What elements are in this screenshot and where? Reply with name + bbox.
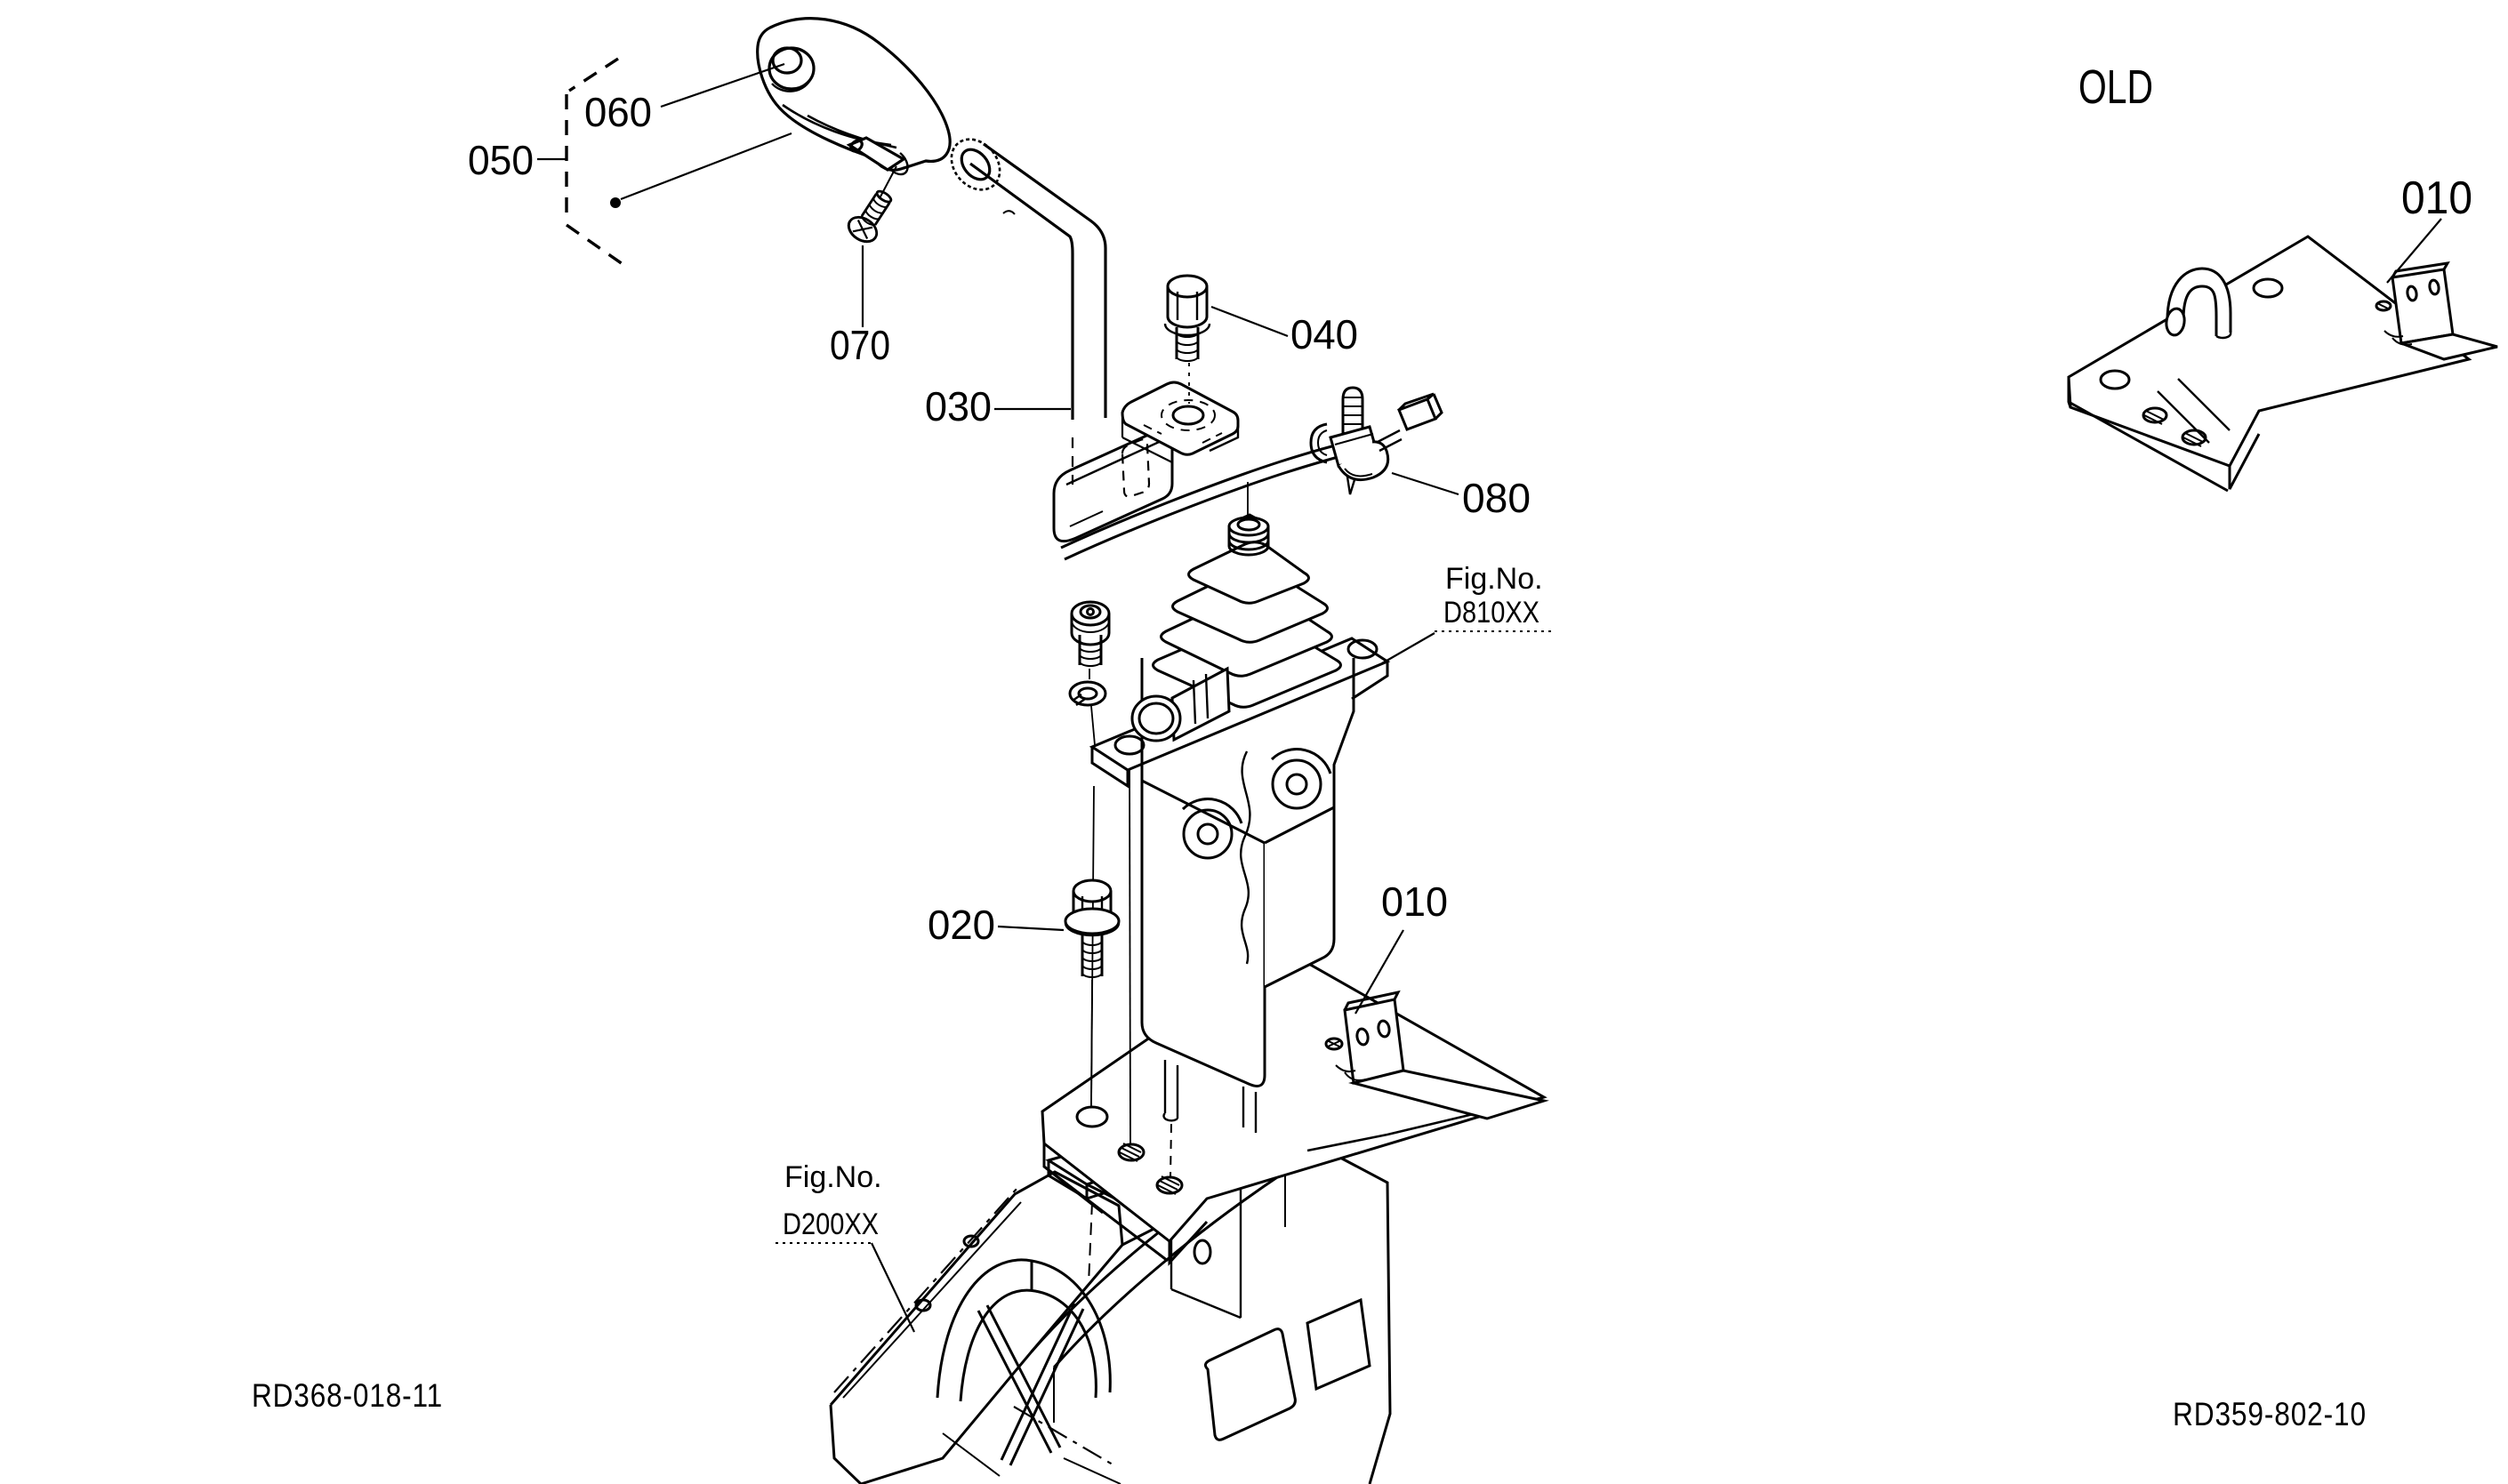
figref-d200-number: D200XX — [783, 1207, 879, 1241]
valve-assembly-d810 — [1068, 513, 1391, 1178]
valve-cap — [1227, 513, 1270, 557]
harness-clamp-080 — [1309, 386, 1390, 495]
old-plate-hole — [2099, 369, 2131, 390]
fig-ref-labels: Fig.No. D810XX Fig.No. D200XX — [783, 562, 1543, 1241]
housing-hole — [962, 1234, 980, 1248]
figref-d200-prefix: Fig.No. — [784, 1160, 882, 1194]
callout-020: 020 — [928, 902, 995, 948]
valve-split-line — [1240, 750, 1251, 965]
spring-washer — [1068, 680, 1107, 707]
leader-020 — [997, 925, 1065, 932]
old-bracket-plate — [2067, 235, 2472, 493]
old-bracket-hook — [2165, 267, 2232, 340]
flange-hole — [1346, 638, 1379, 660]
leader-060 — [660, 62, 785, 108]
callout-labels: 060 050 070 030 040 080 020 010 010 OLD — [468, 60, 2472, 948]
old-view-heading: OLD — [2078, 60, 2153, 114]
bracket-010 — [1324, 990, 1549, 1120]
callout-060: 060 — [584, 89, 652, 135]
old-tab-foot — [2396, 333, 2498, 361]
figref-d810-number: D810XX — [1443, 596, 1539, 630]
valve-body — [1140, 655, 1355, 1178]
callout-080: 080 — [1462, 475, 1531, 521]
bolt-040 — [1163, 274, 1211, 404]
harness-connector — [1377, 392, 1443, 453]
leader-figref-d200 — [871, 1242, 915, 1333]
valve-boss — [1270, 748, 1332, 810]
flange-hole — [1113, 734, 1145, 756]
old-plate-hole — [2252, 277, 2284, 299]
bracket-top-plate — [1121, 381, 1240, 456]
wire-harness — [1060, 386, 1443, 561]
old-tab-screw — [2375, 300, 2392, 312]
leader-figref-d810 — [1381, 632, 1435, 664]
valve-boot — [1152, 541, 1342, 709]
bolt-020 — [1064, 878, 1121, 1109]
callout-070: 070 — [830, 322, 890, 368]
drawing-code-labels: RD368-018-11 RD359-802-10 — [252, 1377, 2367, 1432]
plate-hole-threaded — [1117, 1143, 1145, 1162]
housing-hole — [914, 1298, 932, 1312]
callout-040: 040 — [1290, 311, 1358, 357]
knob-stem — [846, 136, 909, 176]
screw-070-axis — [879, 165, 897, 199]
drawing-code-left: RD368-018-11 — [252, 1377, 443, 1414]
housing-panel — [1203, 1328, 1297, 1441]
bracket-030 — [1052, 381, 1240, 543]
callout-010-old: 010 — [2401, 172, 2472, 224]
leader-080 — [1391, 471, 1459, 496]
pivot-dot — [610, 197, 621, 208]
housing-panel — [1306, 1297, 1371, 1392]
mount-plate — [1041, 946, 1549, 1266]
callout-050: 050 — [468, 137, 534, 183]
old-plate-hole-threaded — [2181, 429, 2207, 447]
bracket-hole — [1171, 405, 1205, 426]
callout-010: 010 — [1381, 878, 1448, 925]
drawing-code-right: RD359-802-10 — [2173, 1396, 2367, 1432]
shift-knob — [756, 17, 1001, 244]
bracket-010-screw — [1324, 1037, 1344, 1051]
leader-010 — [1354, 929, 1404, 1015]
socket-screw — [1070, 600, 1111, 679]
lever-rod — [969, 142, 1107, 420]
old-view — [2067, 235, 2498, 493]
knob-button — [768, 46, 816, 92]
housing-arch-inner — [959, 1288, 1097, 1402]
old-plate-hole-threaded — [2142, 406, 2168, 425]
valve-pipe-stub — [1130, 666, 1231, 742]
leader-010-old — [2386, 218, 2442, 284]
leader-lines — [537, 62, 2442, 1333]
plate-hole-plain — [1075, 1105, 1109, 1128]
housing-arch-outer — [936, 1258, 1112, 1399]
old-bracket-tab — [2375, 261, 2498, 361]
plate-hole-threaded — [1155, 1175, 1184, 1195]
callout-030: 030 — [925, 383, 992, 429]
figref-d810-prefix: Fig.No. — [1445, 562, 1543, 596]
screw-070 — [847, 189, 893, 244]
bracket-010-foot — [1348, 1069, 1549, 1120]
leader-050-dot — [620, 132, 792, 201]
valve-boss — [1181, 798, 1243, 860]
leader-040 — [1210, 305, 1289, 338]
rod-grommet-ring — [950, 138, 1001, 191]
